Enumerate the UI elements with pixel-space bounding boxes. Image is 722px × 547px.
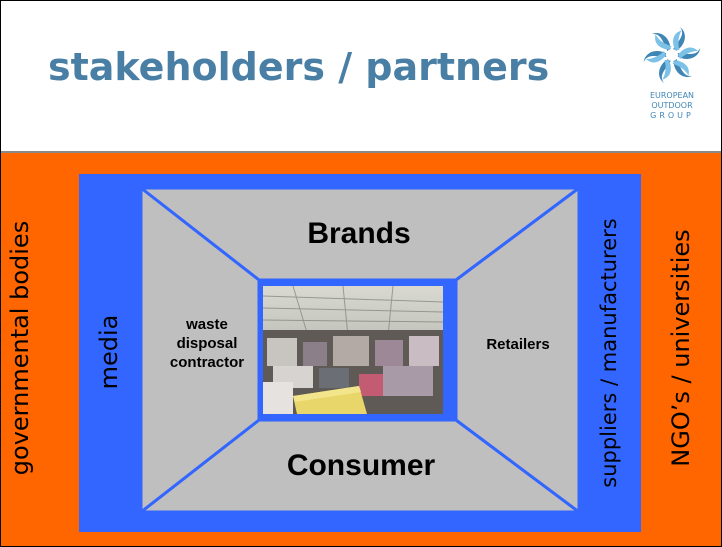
- logo-line-1: EUROPEAN: [649, 91, 695, 100]
- ngos-universities-label: NGO’s / universities: [667, 229, 695, 467]
- logo-text: EUROPEAN OUTDOOR GROUP: [635, 91, 709, 121]
- swirl-icon: [643, 27, 701, 83]
- warehouse-photo-image: [263, 286, 443, 414]
- logo-line-2: OUTDOOR: [651, 101, 693, 110]
- logo-line-3: GROUP: [650, 111, 694, 120]
- governmental-bodies-label: governmental bodies: [6, 220, 34, 476]
- media-label: media: [95, 314, 123, 390]
- warehouse-photo: [263, 286, 443, 414]
- brands-label: Brands: [307, 217, 411, 250]
- page-title: stakeholders / partners: [48, 45, 550, 89]
- waste-disposal-contractor-label: waste disposal contractor: [169, 316, 245, 371]
- consumer-label: Consumer: [286, 449, 436, 482]
- retailers-label: Retailers: [486, 336, 550, 353]
- header-divider: [1, 151, 721, 153]
- suppliers-manufacturers-label: suppliers / manufacturers: [597, 218, 621, 488]
- european-outdoor-group-logo: EUROPEAN OUTDOOR GROUP: [635, 23, 709, 141]
